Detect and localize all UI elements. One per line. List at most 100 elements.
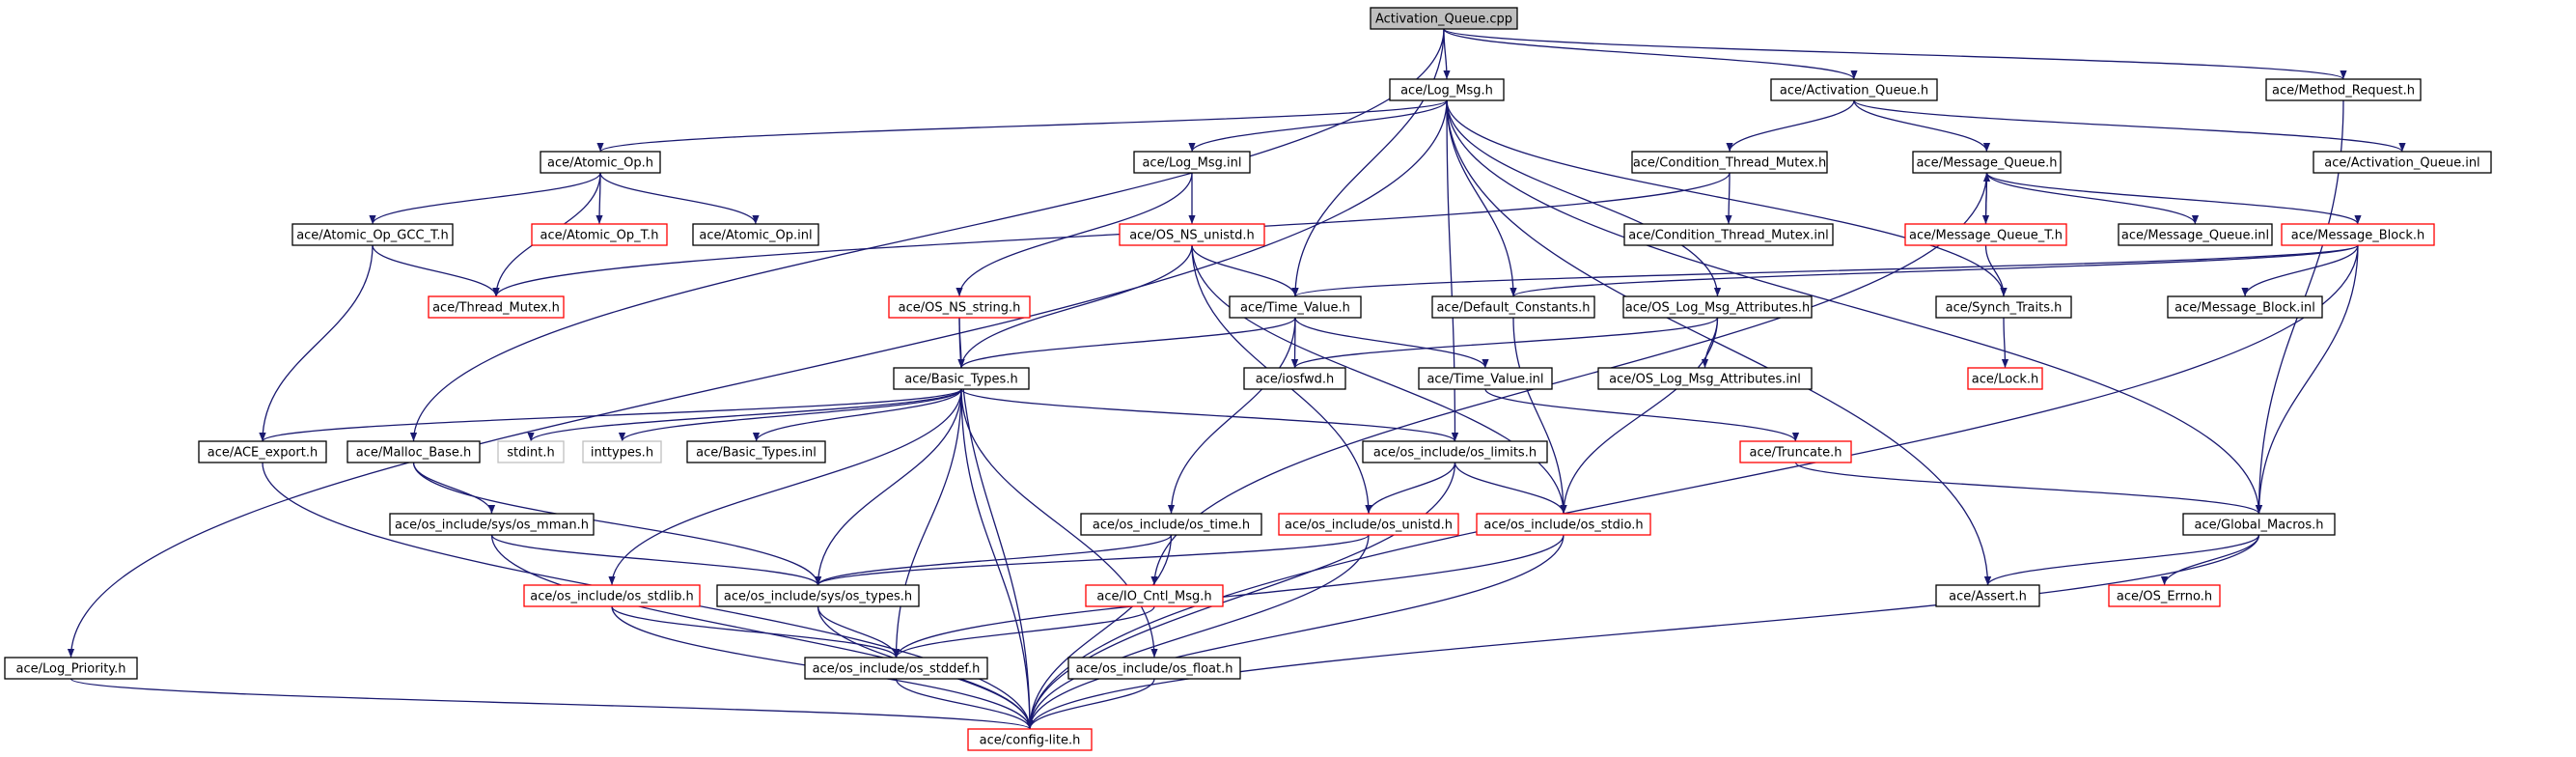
node-iosfwd-h[interactable]: ace/iosfwd.h: [1243, 367, 1346, 390]
node-os-ns-unistd-h[interactable]: ace/OS_NS_unistd.h: [1119, 223, 1265, 246]
node-label: ace/Atomic_Op_T.h: [540, 229, 659, 243]
node-inttypes-h[interactable]: inttypes.h: [582, 440, 662, 463]
edge-os_log_msg_attributes_h-to-os_log_msg_attributes_inl: [1701, 317, 1719, 369]
node-basic-types-h[interactable]: ace/Basic_Types.h: [893, 367, 1030, 390]
node-os-stdlib-h[interactable]: ace/os_include/os_stdlib.h: [523, 584, 701, 607]
edge-basic_types_h-to-os_float_h: [960, 388, 1158, 659]
node-box: [428, 295, 565, 319]
node-label: ace/Malloc_Base.h: [356, 446, 472, 461]
node-log-msg-h[interactable]: ace/Log_Msg.h: [1389, 78, 1505, 101]
edge-activation_queue_h-to-activation_queue_inl: [1853, 99, 2406, 153]
node-os-ns-string-h[interactable]: ace/OS_NS_string.h: [888, 295, 1031, 319]
edge-os_ns_unistd_h-to-time_value_h: [1191, 244, 1299, 297]
node-malloc-base-h[interactable]: ace/Malloc_Base.h: [346, 440, 481, 463]
node-box: [1370, 7, 1518, 30]
node-log-msg-inl[interactable]: ace/Log_Msg.inl: [1133, 151, 1251, 174]
node-label: ace/Activation_Queue.h: [1780, 84, 1928, 98]
node-root[interactable]: Activation_Queue.cpp: [1370, 7, 1518, 30]
node-box: [1080, 513, 1262, 536]
edge-root-to-activation_queue_h: [1443, 28, 1858, 80]
edge-activation_queue_h-to-message_queue_h: [1853, 99, 1991, 153]
node-lock-h[interactable]: ace/Lock.h: [1967, 367, 2043, 390]
node-activation-queue-h[interactable]: ace/Activation_Queue.h: [1770, 78, 1938, 101]
edge-basic_types_h-to-config_lite_h: [960, 388, 1034, 730]
node-basic-types-inl[interactable]: ace/Basic_Types.inl: [686, 440, 826, 463]
node-time-value-inl[interactable]: ace/Time_Value.inl: [1418, 367, 1553, 390]
edge-os_mman_h-to-os_types_h: [490, 534, 821, 586]
node-config-lite-h[interactable]: ace/config-lite.h: [967, 728, 1093, 751]
node-message-queue-h[interactable]: ace/Message_Queue.h: [1912, 151, 2062, 174]
edge-basic_types_h-to-os_types_h: [814, 388, 962, 586]
node-atomic-op-t-h[interactable]: ace/Atomic_Op_T.h: [531, 223, 668, 246]
node-os-float-h[interactable]: ace/os_include/os_float.h: [1067, 657, 1241, 680]
node-atomic-op-h[interactable]: ace/Atomic_Op.h: [540, 151, 661, 174]
node-label: ace/Synch_Traits.h: [1946, 301, 2063, 316]
node-label: ace/os_include/os_stdlib.h: [530, 590, 693, 604]
node-label: ace/Log_Msg.h: [1400, 84, 1493, 98]
node-message-queue-t-h[interactable]: ace/Message_Queue_T.h: [1904, 223, 2067, 246]
edge-root-to-time_value_h: [1291, 28, 1445, 297]
node-message-queue-inl[interactable]: ace/Message_Queue.inl: [2118, 223, 2273, 246]
edge-basic_types_h-to-os_stddef_h: [892, 388, 962, 659]
node-label: ace/Log_Priority.h: [16, 662, 126, 677]
edge-os_stddef_h-to-config_lite_h: [895, 678, 1034, 730]
node-os-stdio-h[interactable]: ace/os_include/os_stdio.h: [1476, 513, 1651, 536]
node-os-stddef-h[interactable]: ace/os_include/os_stddef.h: [804, 657, 988, 680]
edge-os_stdio_h-to-os_stddef_h: [893, 534, 1565, 659]
node-synch-traits-h[interactable]: ace/Synch_Traits.h: [1935, 295, 2072, 319]
node-box: [1935, 584, 2040, 607]
node-atomic-op-gcc-t-h[interactable]: ace/Atomic_Op_GCC_T.h: [291, 223, 454, 246]
node-label: ace/OS_Log_Msg_Attributes.h: [1625, 301, 1810, 316]
node-truncate-h[interactable]: ace/Truncate.h: [1739, 440, 1852, 463]
node-ace-export-h[interactable]: ace/ACE_export.h: [198, 440, 327, 463]
node-box: [1739, 440, 1852, 463]
node-label: ace/OS_Errno.h: [2117, 590, 2212, 604]
node-global-macros-h[interactable]: ace/Global_Macros.h: [2182, 513, 2336, 536]
node-label: ace/Log_Msg.inl: [1142, 156, 1241, 171]
node-label: ace/os_include/sys/os_types.h: [724, 590, 912, 604]
node-message-block-inl[interactable]: ace/Message_Block.inl: [2167, 295, 2323, 319]
edge-os_log_msg_attributes_h-to-iosfwd_h: [1291, 317, 1719, 369]
node-os-log-msg-attributes-h[interactable]: ace/OS_Log_Msg_Attributes.h: [1622, 295, 1813, 319]
edge-global_macros_h-to-config_lite_h: [1026, 534, 2260, 730]
node-box: [2167, 295, 2323, 319]
edge-time_value_inl-to-truncate_h: [1484, 388, 1799, 442]
edge-condition_thread_mutex_h-to-condition_thread_mutex_inl: [1725, 172, 1732, 225]
node-thread-mutex-h[interactable]: ace/Thread_Mutex.h: [428, 295, 565, 319]
edge-default_constants_h-to-os_stdio_h: [1512, 317, 1567, 515]
edge-os_limits_h-to-os_unistd_h: [1365, 462, 1456, 515]
edge-os_limits_h-to-os_stdio_h: [1454, 462, 1567, 515]
node-assert-h[interactable]: ace/Assert.h: [1935, 584, 2040, 607]
node-os-errno-h[interactable]: ace/OS_Errno.h: [2108, 584, 2221, 607]
node-label: ace/iosfwd.h: [1256, 373, 1334, 387]
node-stdint-h[interactable]: stdint.h: [497, 440, 565, 463]
node-os-types-h[interactable]: ace/os_include/sys/os_types.h: [716, 584, 920, 607]
node-default-constants-h[interactable]: ace/Default_Constants.h: [1431, 295, 1595, 319]
node-os-limits-h[interactable]: ace/os_include/os_limits.h: [1362, 440, 1548, 463]
edge-malloc_base_h-to-os_types_h: [412, 462, 822, 586]
node-label: ace/OS_NS_string.h: [899, 301, 1021, 316]
edge-os_stdlib_h-to-os_stddef_h: [611, 605, 900, 659]
node-message-block-h[interactable]: ace/Message_Block.h: [2281, 223, 2435, 246]
node-label: ace/Atomic_Op.h: [547, 156, 653, 171]
node-box: [686, 440, 826, 463]
edge-message_block_h-to-global_macros_h: [2255, 244, 2359, 515]
node-os-mman-h[interactable]: ace/os_include/sys/os_mman.h: [389, 513, 595, 536]
node-os-time-h[interactable]: ace/os_include/os_time.h: [1080, 513, 1262, 536]
node-os-log-msg-attributes-inl[interactable]: ace/OS_Log_Msg_Attributes.inl: [1597, 367, 1813, 390]
node-method-request-h[interactable]: ace/Method_Request.h: [2265, 78, 2422, 101]
node-condition-thread-mutex-h[interactable]: ace/Condition_Thread_Mutex.h: [1631, 151, 1828, 174]
node-time-value-h[interactable]: ace/Time_Value.h: [1229, 295, 1362, 319]
node-box: [2281, 223, 2435, 246]
node-io-cntl-msg-h[interactable]: ace/IO_Cntl_Msg.h: [1085, 584, 1224, 607]
node-activation-queue-inl[interactable]: ace/Activation_Queue.inl: [2313, 151, 2492, 174]
node-box: [1597, 367, 1813, 390]
edge-atomic_op_gcc_t_h-to-thread_mutex_h: [372, 244, 500, 297]
node-atomic-op-inl[interactable]: ace/Atomic_Op.inl: [692, 223, 819, 246]
node-label: ace/Basic_Types.h: [904, 373, 1017, 387]
node-os-unistd-h[interactable]: ace/os_include/os_unistd.h: [1278, 513, 1459, 536]
node-box: [1229, 295, 1362, 319]
node-label: ace/Atomic_Op_GCC_T.h: [296, 229, 449, 243]
node-log-priority-h[interactable]: ace/Log_Priority.h: [4, 657, 138, 680]
node-condition-thread-mutex-inl[interactable]: ace/Condition_Thread_Mutex.inl: [1623, 223, 1834, 246]
